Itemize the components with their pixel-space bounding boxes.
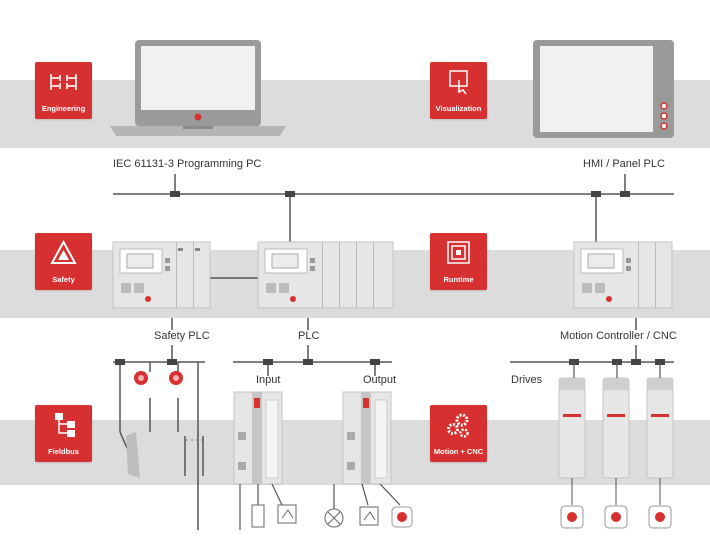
motion-cnc-label: Motion + CNC — [433, 447, 484, 456]
warning-triangle-icon — [50, 239, 77, 264]
input-module[interactable] — [233, 391, 283, 485]
plc-device[interactable] — [257, 241, 394, 309]
analog-sensor-icon — [277, 504, 297, 524]
safety-plc-label: Safety PLC — [154, 330, 210, 342]
emergency-stop-icon[interactable] — [134, 371, 148, 385]
fieldbus-label: Fieldbus — [48, 447, 79, 456]
runtime-icon — [447, 241, 470, 264]
output-module[interactable] — [342, 391, 392, 485]
programming-pc-label: IEC 61131-3 Programming PC — [113, 158, 262, 170]
drives-label: Drives — [511, 374, 543, 386]
drive-unit-3[interactable] — [646, 377, 674, 529]
ladder-logic-icon — [50, 74, 77, 90]
network-tree-icon — [55, 413, 75, 437]
touch-screen-icon — [449, 70, 468, 95]
safety-light-curtain-icon — [126, 432, 204, 478]
safety-badge[interactable]: Safety — [35, 233, 92, 290]
motor-icon — [391, 506, 413, 528]
potentiometer-icon — [251, 504, 265, 528]
analog-output-icon — [359, 506, 379, 526]
plc-label: PLC — [298, 330, 320, 342]
motion-controller-device[interactable] — [573, 241, 673, 309]
runtime-label: Runtime — [443, 275, 474, 284]
gears-icon — [447, 413, 469, 438]
hmi-panel-label: HMI / Panel PLC — [583, 158, 665, 170]
runtime-badge[interactable]: Runtime — [430, 233, 487, 290]
safety-plc-device[interactable] — [112, 241, 211, 309]
engineering-badge[interactable]: Engineering — [35, 62, 92, 119]
drive-unit-1[interactable] — [558, 377, 586, 529]
lamp-icon — [324, 508, 344, 528]
input-label: Input — [256, 374, 281, 386]
visualization-label: Visualization — [435, 104, 482, 113]
motion-cnc-badge[interactable]: Motion + CNC — [430, 405, 487, 462]
motion-controller-label: Motion Controller / CNC — [560, 330, 677, 342]
visualization-badge[interactable]: Visualization — [430, 62, 487, 119]
engineering-label: Engineering — [41, 104, 86, 113]
programming-pc-device[interactable] — [110, 40, 286, 136]
drive-unit-2[interactable] — [602, 377, 630, 529]
emergency-stop-icon[interactable] — [169, 371, 183, 385]
safety-label: Safety — [52, 275, 75, 284]
fieldbus-badge[interactable]: Fieldbus — [35, 405, 92, 462]
hmi-panel-device[interactable] — [533, 40, 674, 138]
output-label: Output — [363, 374, 397, 386]
